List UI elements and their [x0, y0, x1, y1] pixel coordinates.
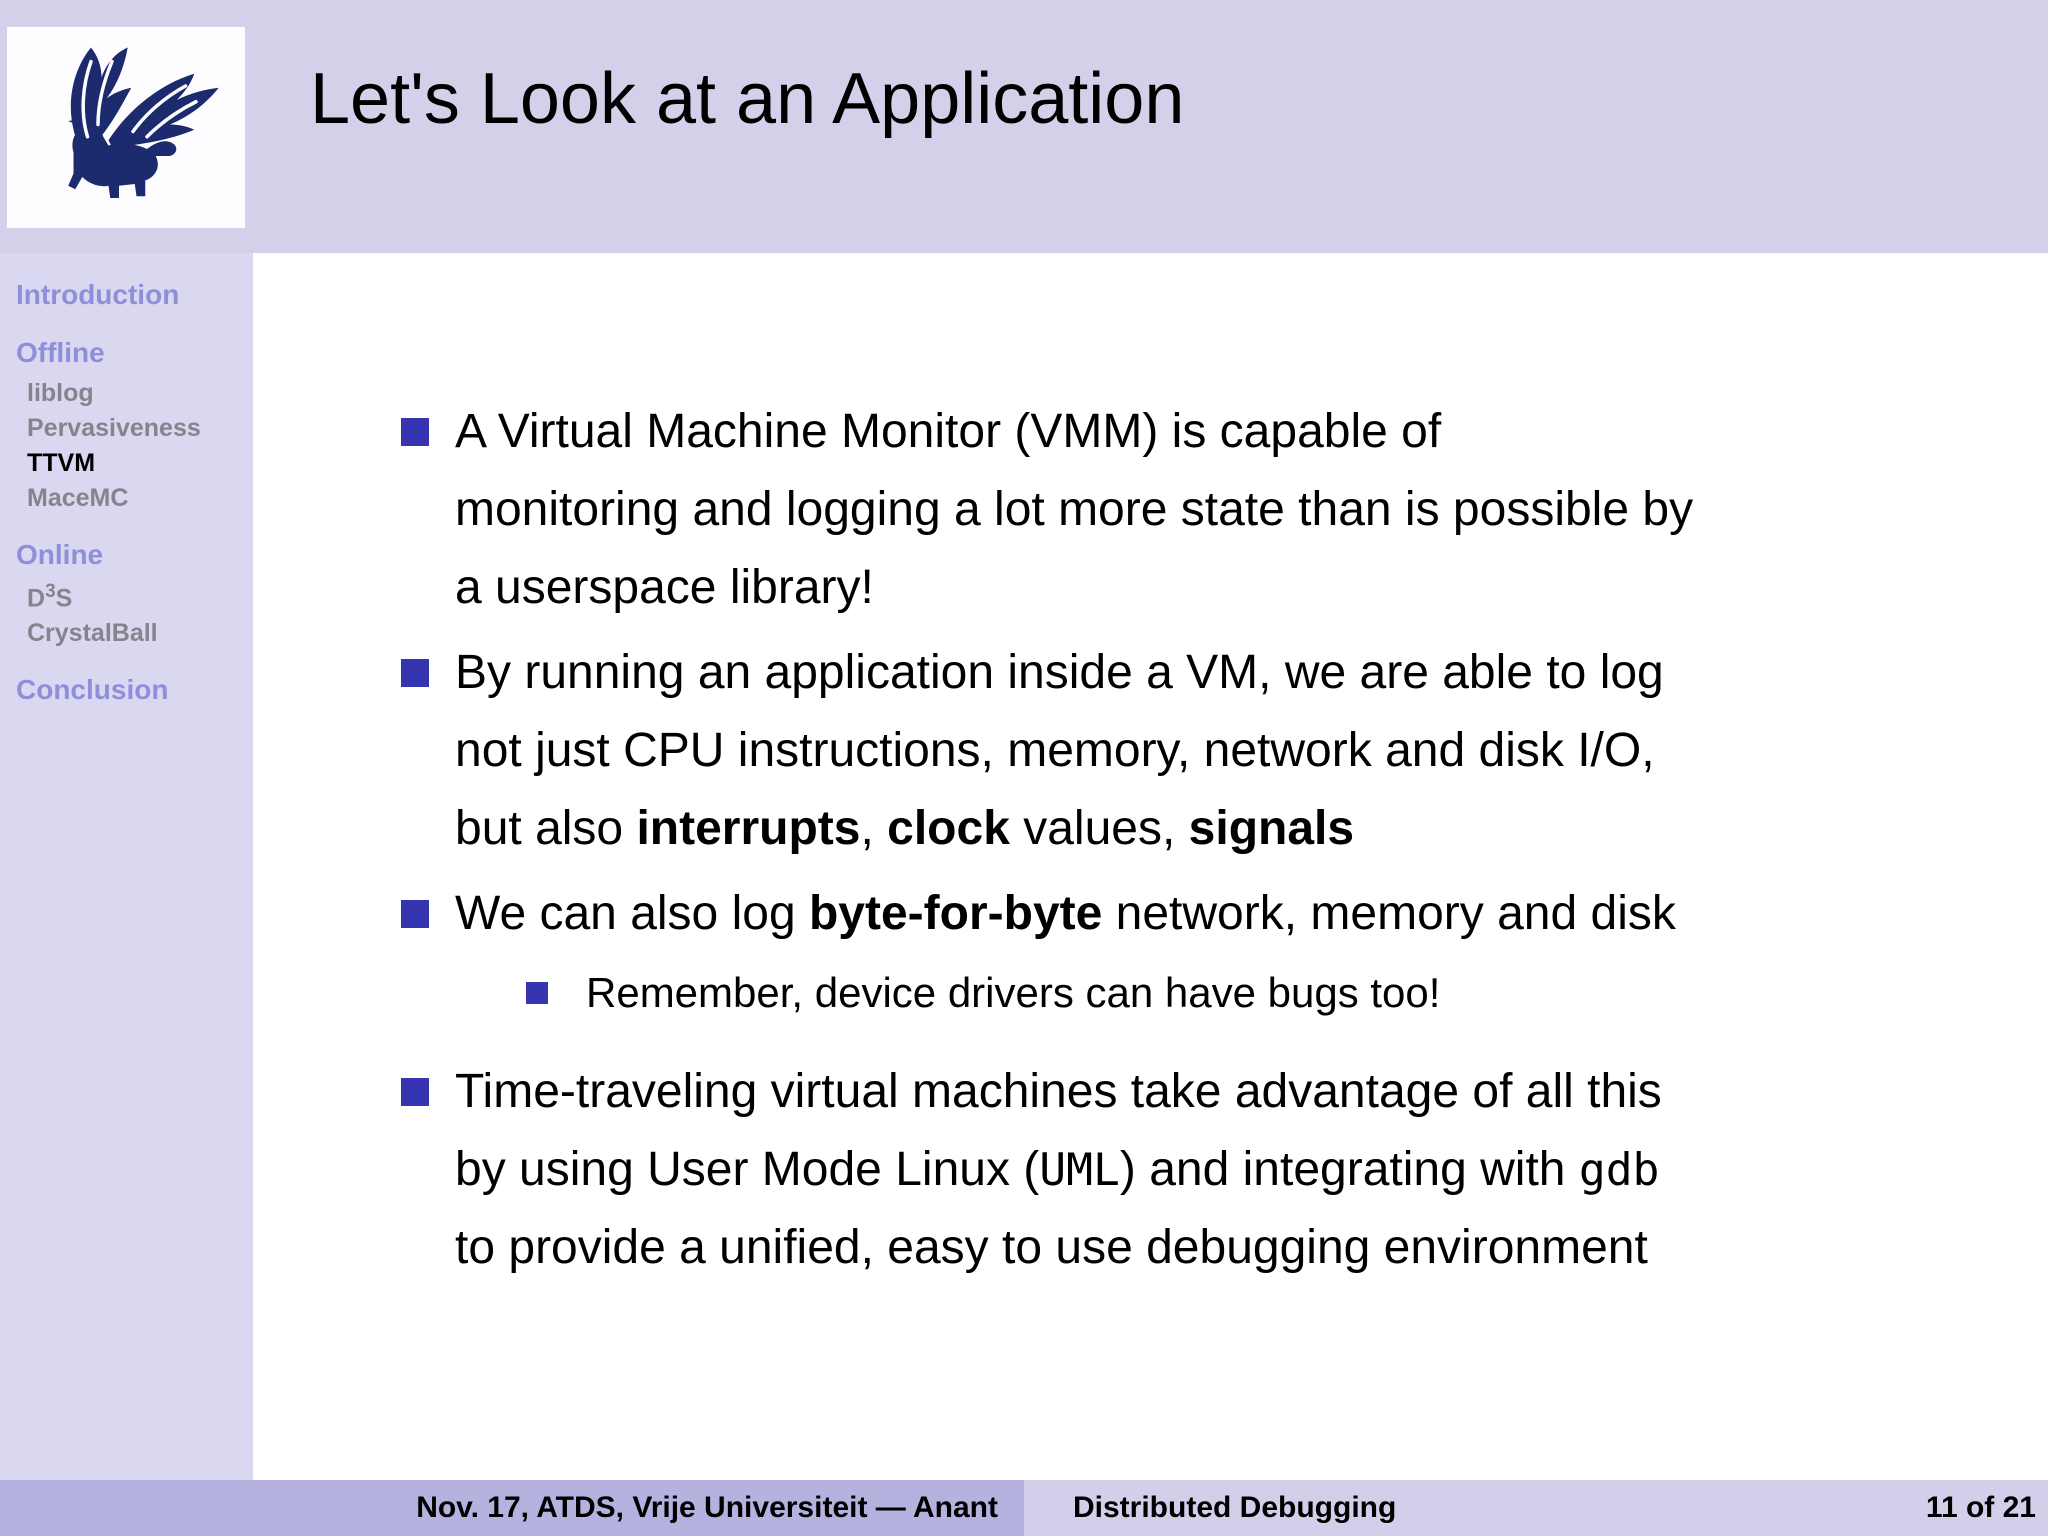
bullet-line: Remember, device drivers can have bugs t… — [586, 969, 1441, 1016]
footer-author-box: Nov. 17, ATDS, Vrije Universiteit — Anan… — [0, 1480, 1024, 1536]
page-title: Let's Look at an Application — [310, 59, 1185, 139]
d3s-suffix: S — [55, 584, 73, 613]
text-run: values, — [1009, 802, 1189, 855]
text-run-bold: interrupts — [636, 802, 861, 855]
bullet-item-ttvm: Time-traveling virtual machines take adv… — [401, 1053, 2018, 1287]
bullet-line: by using User Mode Linux (UML) and integ… — [455, 1131, 1662, 1209]
bullet-line: By running an application inside a VM, w… — [455, 646, 1664, 699]
bullet-line: but also interrupts, clock values, signa… — [455, 790, 1664, 868]
logo-box — [7, 27, 245, 228]
sidebar: Introduction Offline liblog Pervasivenes… — [0, 253, 253, 1480]
sidebar-item-introduction[interactable]: Introduction — [16, 279, 180, 310]
bullet-text: We can also log byte-for-byte network, m… — [455, 875, 1676, 953]
sidebar-item-crystalball[interactable]: CrystalBall — [27, 619, 158, 648]
footer-page-number: 11 of 21 — [1925, 1491, 2036, 1524]
sidebar-item-macemc[interactable]: MaceMC — [27, 484, 129, 512]
bullet-square-icon — [401, 418, 429, 446]
text-run: ) and integrating with — [1119, 1143, 1579, 1196]
text-run-mono: gdb — [1578, 1144, 1660, 1196]
sub-bullet-text: Remember, device drivers can have bugs t… — [586, 961, 1440, 1025]
bullet-line: monitoring and logging a lot more state … — [455, 483, 1694, 536]
sub-bullet-item-drivers: Remember, device drivers can have bugs t… — [526, 961, 2018, 1025]
bullet-item-vm-logging: By running an application inside a VM, w… — [401, 634, 2018, 868]
slide-body: A Virtual Machine Monitor (VMM) is capab… — [253, 253, 2048, 1480]
text-run: We can also log — [455, 887, 809, 940]
footer-title-box: Distributed Debugging 11 of 21 — [1024, 1480, 2048, 1536]
text-run-mono: UML — [1039, 1144, 1120, 1196]
footer-bar: Nov. 17, ATDS, Vrije Universiteit — Anan… — [0, 1480, 2048, 1536]
text-run: by using User Mode Linux ( — [455, 1143, 1040, 1196]
text-run-bold: signals — [1188, 802, 1355, 855]
sidebar-item-ttvm-current[interactable]: TTVM — [27, 449, 96, 477]
bullet-line: not just CPU instructions, memory, netwo… — [455, 724, 1655, 777]
text-run: network, memory and disk — [1102, 887, 1676, 940]
bullet-square-icon — [401, 659, 429, 687]
footer-presentation-title: Distributed Debugging — [1073, 1491, 1397, 1524]
header-bar: Let's Look at an Application — [0, 0, 2048, 253]
sidebar-item-pervasiveness[interactable]: Pervasiveness — [27, 414, 201, 442]
bullet-text: By running an application inside a VM, w… — [455, 634, 1664, 868]
sidebar-item-online[interactable]: Online — [16, 539, 104, 570]
vu-griffin-logo-icon — [68, 47, 219, 198]
bullet-line: Time-traveling virtual machines take adv… — [455, 1065, 1662, 1118]
footer-author-text: Nov. 17, ATDS, Vrije Universiteit — Anan… — [416, 1491, 998, 1524]
bullet-square-icon — [401, 1078, 429, 1106]
sidebar-item-d3s[interactable]: D3S — [27, 581, 253, 613]
bullet-line: a userspace library! — [455, 561, 874, 614]
sidebar-item-offline[interactable]: Offline — [16, 337, 105, 368]
bullet-square-icon — [401, 900, 429, 928]
bullet-text: Time-traveling virtual machines take adv… — [455, 1053, 1662, 1287]
text-run: but also — [455, 802, 637, 855]
bullet-item-vmm: A Virtual Machine Monitor (VMM) is capab… — [401, 393, 2018, 627]
text-run: , — [860, 802, 888, 855]
bullet-line: to provide a unified, easy to use debugg… — [455, 1221, 1648, 1274]
sidebar-item-conclusion[interactable]: Conclusion — [16, 674, 169, 706]
text-run-bold: byte-for-byte — [808, 887, 1103, 940]
d3s-base: D — [27, 584, 46, 613]
bullet-text: A Virtual Machine Monitor (VMM) is capab… — [455, 393, 1693, 627]
sub-bullet-square-icon — [526, 982, 548, 1004]
text-run-bold: clock — [887, 802, 1010, 855]
d3s-superscript: 3 — [45, 581, 56, 602]
bullet-item-byte-for-byte: We can also log byte-for-byte network, m… — [401, 875, 2018, 953]
sidebar-item-liblog[interactable]: liblog — [27, 379, 94, 407]
bullet-line: A Virtual Machine Monitor (VMM) is capab… — [455, 405, 1442, 458]
bullet-line: We can also log byte-for-byte network, m… — [455, 875, 1676, 953]
